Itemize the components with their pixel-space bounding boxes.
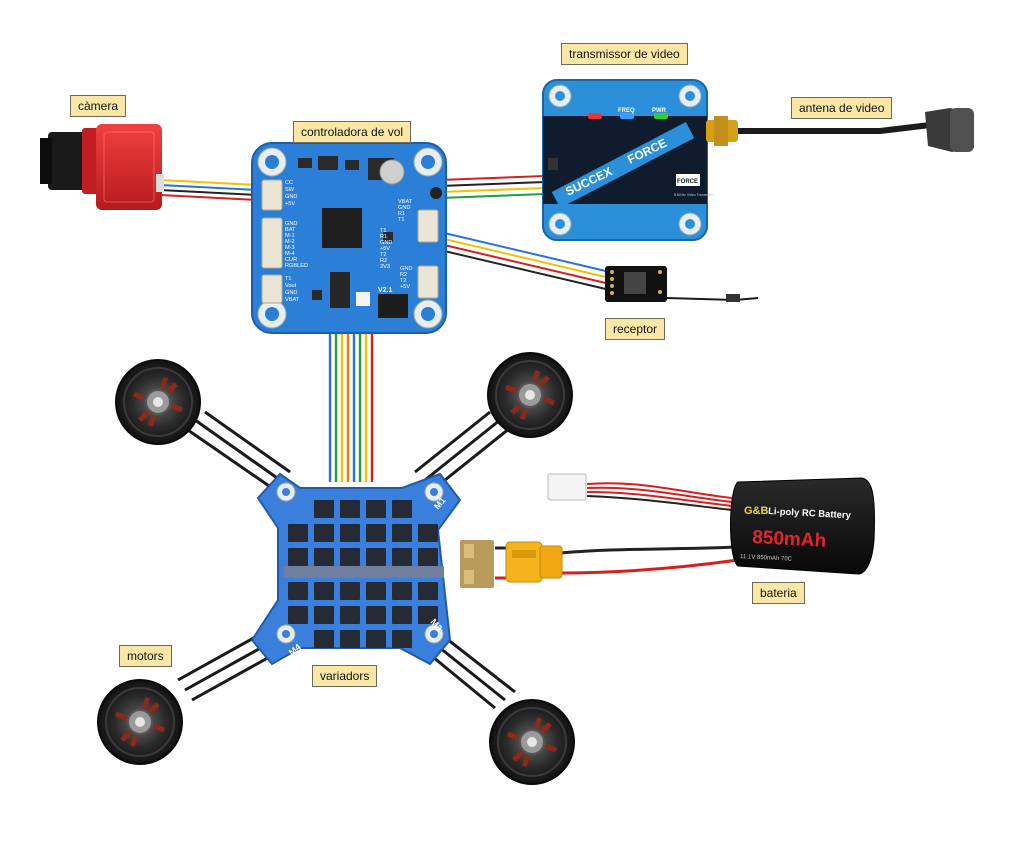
esc-current-sensor-strip: [284, 566, 444, 578]
esc-pad-minus: -: [452, 547, 456, 559]
fc-pad-r1-a: R1: [398, 211, 405, 217]
esc-mosfet: [314, 606, 334, 624]
battery-specs: 11.1V 850mAh 70C: [740, 554, 793, 563]
fc-pad-vout: Vout: [285, 283, 297, 289]
flight-controller-board: CC SW GND +5V GND BAT M-1 M-2 M-3 M-4 CU…: [251, 142, 447, 334]
esc-mosfet: [314, 548, 334, 566]
video-transmitter-board: FREQ PWR SUCCEX FORCE FORCE 5.8GHz Video…: [542, 79, 715, 241]
fc-pad-t2-a: T2: [380, 252, 387, 258]
fc-pad-m2: M-2: [285, 239, 295, 245]
esc-mosfet: [418, 548, 438, 566]
esc-mosfet: [340, 606, 360, 624]
esc-board: M1 M2 M3 M4 - +: [250, 472, 494, 666]
balance-wires: [586, 482, 733, 511]
fc-pad-cc: CC: [285, 180, 293, 186]
esc-mosfet: [340, 582, 360, 600]
fc-pad-t1-b: T1: [398, 217, 405, 223]
esc-mosfet: [418, 606, 438, 624]
receiver-wires: [439, 231, 611, 291]
esc-mosfet: [288, 548, 308, 566]
esc-mosfet: [392, 548, 412, 566]
chip-icon: [322, 208, 362, 248]
fc-pad-m4: M-4: [285, 251, 295, 257]
label-flight-controller: controladora de vol: [293, 121, 412, 143]
esc-mosfet: [392, 582, 412, 600]
battery-icon: G&B Li-poly RC Battery 850mAh 11.1V 850m…: [547, 473, 875, 575]
vtx-model-small: FORCE: [677, 179, 698, 185]
fc-pad-bat: BAT: [285, 227, 296, 233]
esc-mosfet: [340, 630, 360, 648]
fc-pad-3v3: 3V3: [380, 264, 390, 270]
fc-pad-gnd-f: GND: [400, 266, 412, 272]
fc-pad-sw: SW: [285, 187, 295, 193]
esc-mosfet: [288, 524, 308, 542]
esc-mosfet: [392, 630, 412, 648]
esc-mosfet: [314, 524, 334, 542]
fc-pad-cur: CUR: [285, 257, 297, 263]
esc-mosfet: [418, 582, 438, 600]
fc-pad-5v-c: +5V: [400, 284, 410, 290]
label-motors: motors: [119, 645, 172, 667]
esc-mosfet: [314, 630, 334, 648]
fc-pad-vbat-b: VBAT: [398, 199, 413, 205]
fc-pad-gnd-a: GND: [285, 194, 297, 200]
label-battery: bateria: [752, 582, 805, 604]
fc-pad-t1-c: T1: [380, 228, 387, 234]
esc-mosfet: [288, 606, 308, 624]
fc-pad-t2-b: T2: [400, 278, 407, 284]
fc-version: V2.1: [378, 287, 393, 294]
xt60-connector-icon: [505, 541, 563, 583]
esc-mosfet: [366, 500, 386, 518]
fc-pad-gnd-b: GND: [285, 221, 297, 227]
label-camera: càmera: [70, 95, 127, 117]
label-esc: variadors: [312, 665, 378, 687]
fc-pad-rgbled: RGBLED: [285, 263, 308, 269]
fc-esc-wires: [328, 326, 374, 482]
battery-title: Li-poly RC Battery: [768, 506, 852, 521]
fc-pad-gnd-e: GND: [380, 240, 392, 246]
fc-pad-m1: M-1: [285, 233, 295, 239]
fc-pad-r1-b: R1: [380, 234, 387, 240]
esc-mosfet: [366, 582, 386, 600]
fc-pad-5v-a: +5V: [285, 201, 295, 207]
label-receiver: receptor: [605, 318, 666, 340]
fc-pad-gnd-c: GND: [285, 290, 297, 296]
fc-pad-t1-a: T1: [285, 276, 292, 282]
esc-mosfet: [418, 524, 438, 542]
fc-pad-5v-b: +5V: [380, 246, 390, 252]
esc-mosfet: [366, 630, 386, 648]
esc-mosfet: [366, 524, 386, 542]
esc-mosfet: [340, 500, 360, 518]
esc-mosfet: [314, 500, 334, 518]
fc-pad-r2-b: R2: [400, 272, 407, 278]
esc-mosfet: [288, 582, 308, 600]
esc-mosfet: [392, 524, 412, 542]
fc-pad-r2-a: R2: [380, 258, 387, 264]
camera-wires: [159, 179, 259, 201]
vtx-subtitle: 5.8GHz Video Transmitter: [674, 193, 715, 197]
esc-mosfet: [366, 548, 386, 566]
camera-icon: [40, 124, 164, 210]
fc-pad-m3: M-3: [285, 245, 295, 251]
esc-pad-plus: +: [450, 581, 456, 593]
esc-mosfet: [366, 606, 386, 624]
label-video-antenna: antena de video: [791, 97, 893, 119]
vtx-pwr-button-label: PWR: [652, 108, 667, 114]
receiver-board: [605, 266, 759, 302]
esc-mosfet: [340, 548, 360, 566]
esc-mosfet: [392, 606, 412, 624]
fc-pad-vbat-a: VBAT: [285, 297, 300, 303]
fc-pad-gnd-d: GND: [398, 205, 410, 211]
esc-mosfet: [340, 524, 360, 542]
antenna-icon: [706, 108, 974, 152]
battery-capacity: 850mAh: [752, 527, 827, 552]
vtx-wires: [439, 175, 546, 199]
esc-mosfet: [314, 582, 334, 600]
battery-brand: G&B: [744, 505, 769, 517]
label-video-transmitter: transmissor de video: [561, 43, 688, 65]
vtx-freq-button-label: FREQ: [618, 108, 635, 114]
esc-mosfet: [392, 500, 412, 518]
